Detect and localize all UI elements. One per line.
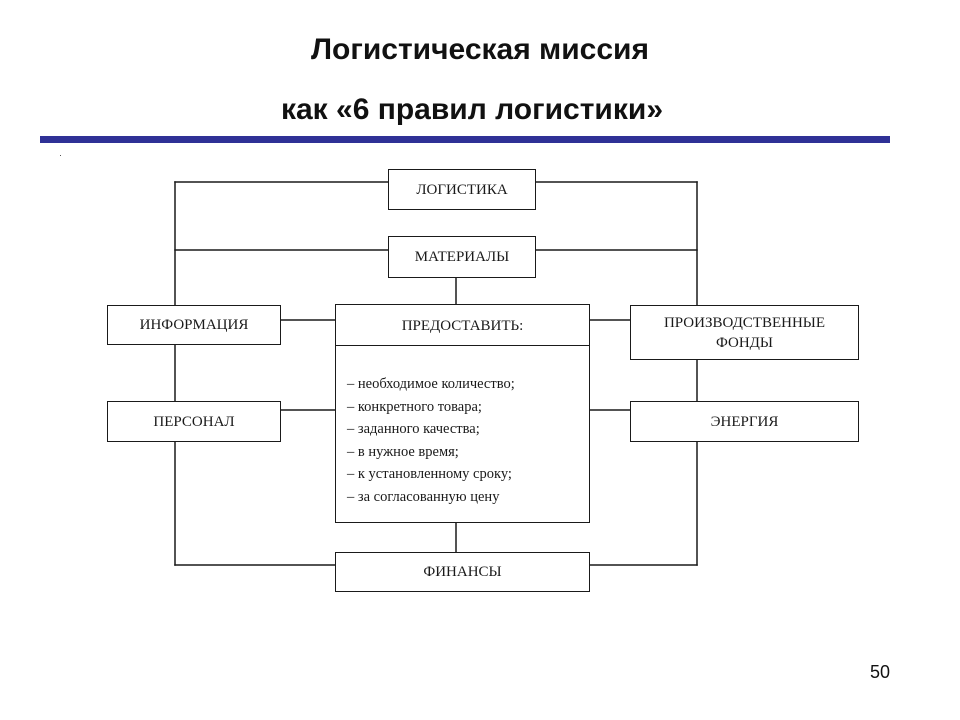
information-label: ИНФОРМАЦИЯ xyxy=(139,317,249,333)
energy-label: ЭНЕРГИЯ xyxy=(710,413,779,430)
rule-item: – необходимое количество; xyxy=(347,376,515,392)
energy-box: ЭНЕРГИЯ xyxy=(630,401,859,442)
finance-box: ФИНАНСЫ xyxy=(335,552,590,592)
production-assets-label-line-1: ПРОИЗВОДСТВЕННЫЕ xyxy=(663,314,826,331)
materials-box: МАТЕРИАЛЫ xyxy=(388,236,536,278)
page-number: 50 xyxy=(870,662,891,682)
slide-title-line-2: как «6 правил логистики» xyxy=(280,93,664,126)
rule-item: – за согласованную цену xyxy=(347,488,500,505)
stray-dot xyxy=(60,155,61,156)
production-assets-box: ПРОИЗВОДСТВЕННЫЕ ФОНДЫ xyxy=(630,305,859,360)
rule-item: – заданного качества; xyxy=(347,421,480,437)
rule-item: – в нужное время; xyxy=(347,443,459,460)
materials-label: МАТЕРИАЛЫ xyxy=(414,249,510,265)
personnel-label: ПЕРСОНАЛ xyxy=(153,413,235,430)
rule-item: – конкретного товара; xyxy=(347,398,482,415)
provide-label: ПРЕДОСТАВИТЬ: xyxy=(401,317,524,334)
logistics-box: ЛОГИСТИКА xyxy=(388,169,536,210)
logistics-label: ЛОГИСТИКА xyxy=(416,181,508,198)
six-rules-list: – необходимое количество; – конкретного … xyxy=(347,373,515,508)
personnel-box: ПЕРСОНАЛ xyxy=(107,401,281,442)
production-assets-label-line-2: ФОНДЫ xyxy=(715,334,773,351)
title-underline-rule xyxy=(40,136,890,143)
finance-label: ФИНАНСЫ xyxy=(423,564,502,580)
slide-title-line-1: Логистическая миссия xyxy=(310,33,649,66)
provide-header-box: ПРЕДОСТАВИТЬ: xyxy=(335,304,590,347)
rule-item: – к установленному сроку; xyxy=(347,466,512,482)
information-box: ИНФОРМАЦИЯ xyxy=(107,305,281,345)
provide-rules-box xyxy=(335,345,590,523)
